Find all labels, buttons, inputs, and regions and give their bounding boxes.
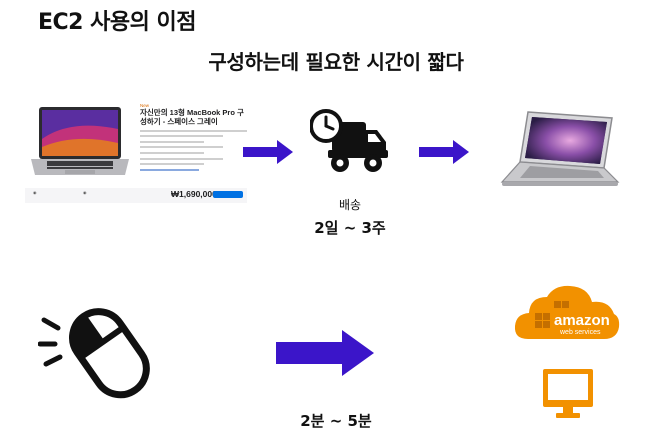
product-info: New 자신만의 13형 MacBook Pro 구성하기 - 스페이스 그레이 (140, 103, 247, 171)
spec-line (140, 163, 204, 165)
product-name: 자신만의 13형 MacBook Pro 구성하기 - 스페이스 그레이 (140, 108, 247, 126)
spec-line (140, 152, 204, 154)
aws-logo-text: amazon (554, 312, 610, 329)
spec-line (140, 130, 247, 132)
arrow-right-icon (243, 139, 293, 165)
spec-line (140, 135, 223, 137)
spec-line (140, 158, 223, 160)
laptop-icon (500, 108, 620, 190)
product-page-screenshot: New 자신만의 13형 MacBook Pro 구성하기 - 스페이스 그레이… (25, 93, 247, 205)
spec-link (140, 169, 199, 171)
pickup-option-icon: ◉ (83, 190, 87, 195)
cloud-duration: 2분 ~ 5분 (286, 410, 386, 431)
purchase-bar: ◉ ◉ ₩1,690,000 (25, 188, 247, 203)
spec-line (140, 141, 204, 143)
product-price: ₩1,690,000 (171, 189, 217, 199)
mouse-click-icon (38, 300, 156, 406)
arrow-right-icon (276, 330, 376, 376)
shipping-duration: 2일 ~ 3주 (300, 217, 400, 238)
macbook-image (25, 99, 135, 179)
arrow-right-icon (419, 139, 469, 165)
page-title: EC2 사용의 이점 (38, 4, 196, 36)
delivery-option-icon: ◉ (33, 190, 37, 195)
aws-cloud-logo: amazon web services (514, 283, 620, 343)
shipping-label: 배송 (310, 196, 390, 213)
delivery-truck-icon (310, 108, 390, 174)
aws-logo-subtext: web services (559, 329, 601, 336)
monitor-icon (542, 368, 594, 420)
add-to-bag-button (213, 191, 243, 198)
page-subtitle: 구성하는데 필요한 시간이 짧다 (0, 46, 672, 75)
spec-line (140, 146, 223, 148)
